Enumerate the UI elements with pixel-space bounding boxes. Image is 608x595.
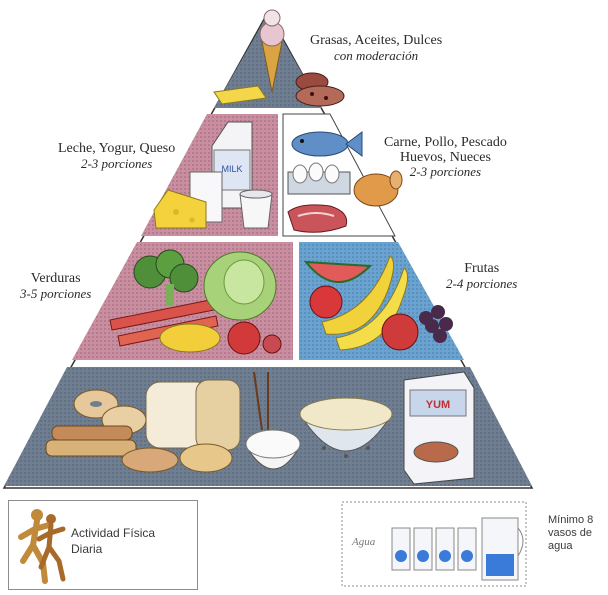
cookies-icon: [295, 72, 345, 107]
watermelon-icon: [303, 260, 373, 283]
label-grasas-sub: con moderación: [334, 47, 419, 63]
ice-cream-cone-icon: [259, 9, 285, 93]
label-carnes-sub: 2-3 porciones: [409, 164, 482, 180]
activity-box: Actividad Física Diaria: [8, 500, 198, 590]
rice-bowl-icon: [245, 371, 301, 470]
label-lacteos: Leche, Yogur, Queso 2-3 porciones: [58, 141, 176, 171]
label-lacteos-title: Leche, Yogur, Queso: [58, 141, 176, 156]
bananas-icon: [321, 255, 408, 351]
water-box: Agua: [340, 500, 528, 588]
chicken-icon: [353, 170, 403, 207]
label-frutas: Frutas 2-4 porciones: [446, 261, 518, 291]
water-note-line1: Mínimo 8: [548, 514, 594, 526]
cereal-box-icon: YUM: [403, 371, 475, 485]
cereal-box-text: YUM: [426, 399, 450, 411]
butter-icon: [213, 85, 267, 105]
milk-carton-text: MILK: [221, 164, 242, 174]
sandwich-bread-icon: [45, 425, 137, 457]
rolls-icon: [121, 443, 233, 473]
water-note-line2: vasos de: [548, 527, 593, 540]
water-label: Agua: [352, 536, 376, 548]
fish-icon: [291, 131, 363, 157]
label-grasas: Grasas, Aceites, Dulces con moderación: [310, 33, 443, 63]
water-note: Mínimo 8 vasos de agua: [548, 514, 593, 554]
bread-loaf-icon: [145, 379, 241, 451]
label-carnes-line1: Carne, Pollo, Pescado: [384, 135, 507, 150]
activity-line2: Diaria: [71, 542, 103, 557]
runners-icon: [18, 509, 66, 584]
steak-icon: [287, 204, 348, 233]
label-verduras: Verduras 3-5 porciones: [20, 271, 92, 301]
eggs-icon: [287, 162, 351, 195]
grapes-icon: [419, 305, 453, 343]
label-grasas-title: Grasas, Aceites, Dulces: [310, 33, 443, 48]
yogurt-cup-icon: [239, 189, 273, 229]
label-carnes-line2: Huevos, Nueces: [399, 149, 491, 165]
broccoli-icon: [133, 249, 199, 306]
label-verduras-sub: 3-5 porciones: [20, 285, 92, 301]
cheese-icon: [153, 189, 207, 229]
label-carnes: Carne, Pollo, Pescado Huevos, Nueces 2-3…: [384, 135, 507, 180]
pasta-colander-icon: [299, 397, 393, 458]
water-glasses-icon: [341, 501, 527, 587]
label-lacteos-sub: 2-3 porciones: [80, 155, 153, 171]
lettuce-icon: [203, 251, 277, 321]
label-frutas-sub: 2-4 porciones: [446, 275, 518, 291]
activity-line1: Actividad Física: [71, 526, 156, 540]
label-verduras-title: Verduras: [30, 271, 81, 286]
label-frutas-title: Frutas: [464, 261, 500, 276]
corn-icon: [159, 323, 221, 353]
apple-icon: [309, 285, 419, 351]
tomato-icon: [227, 321, 282, 355]
water-note-line3: agua: [548, 540, 573, 553]
